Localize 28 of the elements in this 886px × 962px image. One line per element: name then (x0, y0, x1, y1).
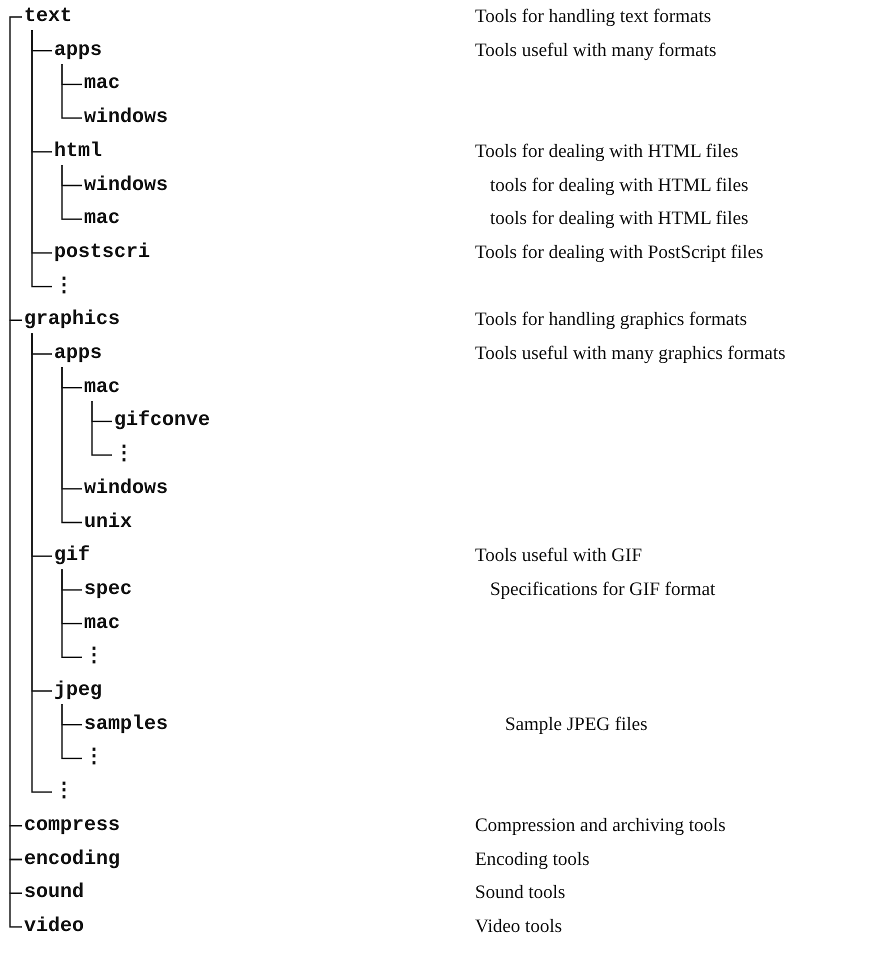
tree-line (61, 704, 82, 760)
tree-line (9, 320, 22, 826)
description-text: Tools for dealing with HTML files (475, 140, 738, 164)
description-text: Sound tools (475, 881, 566, 906)
tree-line (31, 333, 52, 793)
tree-line (9, 858, 22, 894)
description-text: Compression and archiving tools (475, 814, 726, 838)
tree-line (9, 892, 22, 928)
description-text: Tools for handling text formats (475, 5, 712, 29)
description-text: tools for dealing with HTML files (490, 207, 748, 232)
tree-line (9, 16, 22, 321)
description-text: Tools useful with many formats (475, 38, 716, 63)
description-text: Sample JPEG files (505, 712, 648, 737)
tree-line (61, 164, 82, 220)
tree-line (61, 569, 82, 658)
description-text: Encoding tools (475, 848, 590, 872)
description-text: tools for dealing with HTML files (490, 174, 748, 198)
description-text: Tools useful with many graphics formats (475, 342, 786, 366)
description-text: Tools useful with GIF (475, 544, 642, 568)
folder-name: html (52, 138, 104, 165)
tree-line (61, 64, 82, 119)
description-text: Video tools (475, 914, 562, 939)
tree-line (91, 400, 112, 456)
tree-line (61, 367, 82, 524)
description-text: Specifications for GIF format (490, 578, 716, 602)
description-text: Tools for handling graphics formats (475, 308, 748, 332)
tree-line (9, 825, 22, 860)
description-text: Tools for dealing with PostScript files (475, 240, 764, 265)
